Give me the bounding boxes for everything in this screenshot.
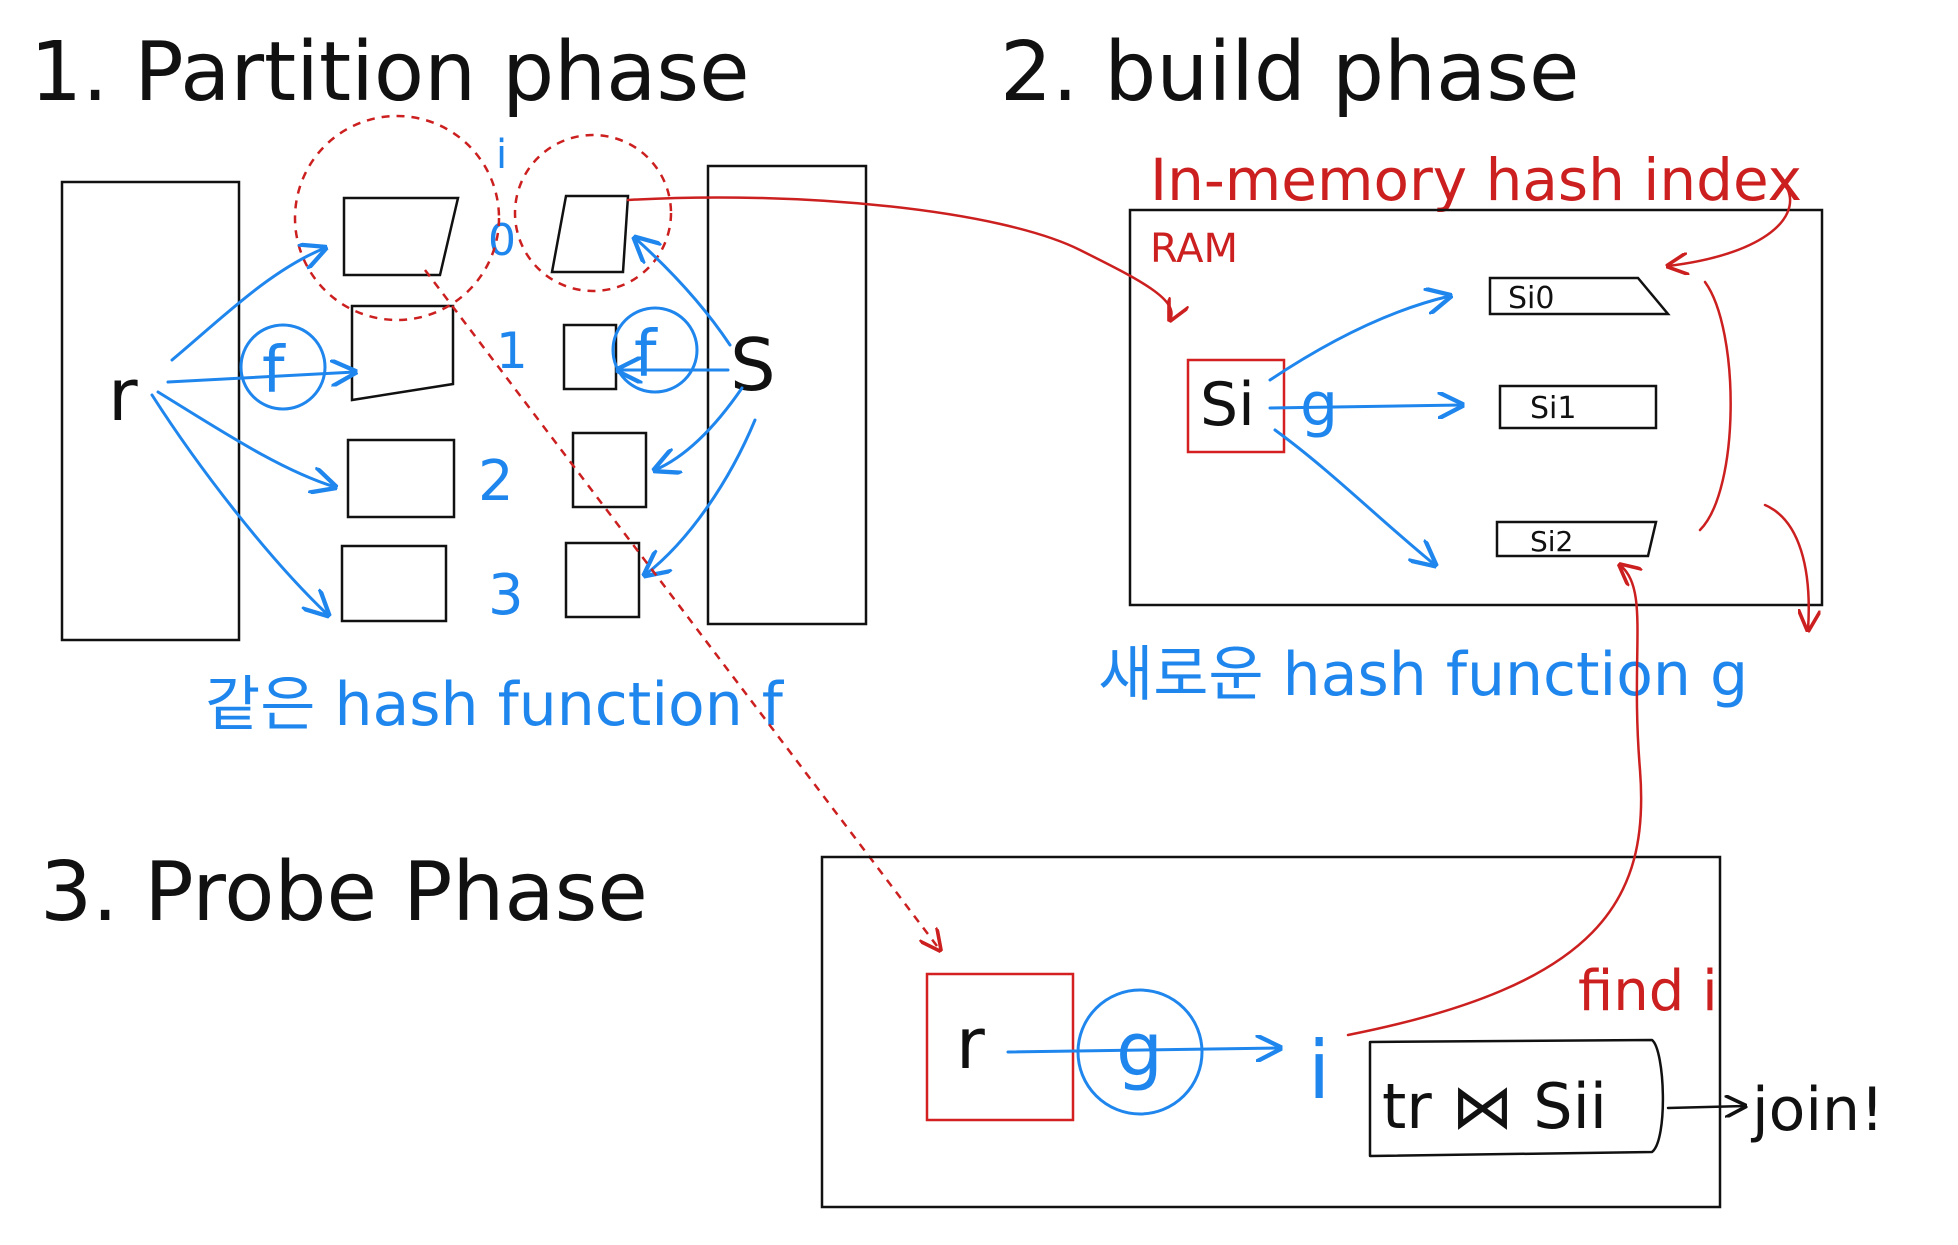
si-box [1186,358,1286,454]
in-memory-hash-index-label: In-memory hash index [1150,146,1802,214]
bucket-si1 [1498,384,1658,430]
arrow-s-to-p2 [655,386,744,470]
arrow-s-to-p0 [635,238,732,347]
build-caption: 새로운 hash function g [1098,640,1748,710]
hash-f-label-r: f [262,334,286,408]
s-partition-0 [550,194,630,274]
arrow-si-to-si0 [1268,296,1450,382]
probe-r-label: r [956,1003,985,1085]
hash-f-label-s: f [634,318,658,392]
r-partition-2 [346,438,456,519]
arrow-r-partition-to-probe [424,269,940,950]
r-partition-3 [340,544,448,623]
arrow-index-label-to-si0 [1668,188,1792,266]
build-section: In-memory hash index RAM Si g Si0 Si1 Si… [1098,146,1824,710]
arrow-r-to-p1 [166,372,355,382]
join-box [1368,1038,1665,1158]
s-partition-3 [564,541,641,619]
partition-index-2: 2 [478,449,514,514]
relation-s-box [706,164,868,626]
ram-label: RAM [1150,226,1238,272]
arrow-down-right [1763,503,1809,630]
bucket-si2-label: Si2 [1530,525,1573,558]
arrow-r-through-g [1006,1048,1280,1052]
probe-box [820,855,1722,1209]
relation-r-box [60,180,241,642]
si-label: Si [1200,370,1255,440]
r-partition-0 [342,196,460,277]
ram-box [1128,208,1824,607]
arrow-si-to-si2 [1273,428,1435,565]
join-label: join! [1750,1075,1884,1145]
probe-i-label: i [1308,1024,1330,1117]
partition-i-highlight-s [513,133,673,293]
partition-index-i: i [496,132,507,178]
partition-index-3: 3 [488,563,524,628]
bucket-si0 [1488,276,1671,316]
partition-section: r S i 0 1 2 3 f f [60,114,868,740]
partition-caption: 같은 hash function f [205,670,785,740]
hash-g-build-label: g [1300,370,1338,440]
bucket-si1-label: Si1 [1530,391,1576,426]
s-partition-2 [571,431,648,509]
join-expression: tr ⋈ Sii [1382,1070,1607,1143]
probe-section: r g i find i tr ⋈ Sii join! [820,855,1884,1209]
bucket-scan-arc [1698,280,1732,532]
partition-index-0: 0 [488,215,516,266]
arrow-r-to-p0 [170,248,325,362]
title-probe-phase: 3. Probe Phase [40,845,648,940]
arrow-probe-to-bucket [1346,565,1641,1037]
bucket-si2 [1495,520,1658,558]
bucket-si0-label: Si0 [1508,281,1554,316]
arrow-s-to-p3 [645,418,757,575]
probe-r-box [925,972,1075,1122]
partition-i-highlight-r [293,114,501,322]
arrow-to-join [1666,1106,1745,1108]
hash-f-circle-r [239,323,327,411]
arrow-r-to-p3 [150,393,328,615]
relation-r-label: r [108,353,138,437]
title-build-phase: 2. build phase [1000,25,1579,120]
s-partition-1 [562,323,618,391]
arrow-si-to-si1 [1268,405,1462,408]
arrow-s-partition-to-ram [626,196,1172,320]
hash-f-circle-s [611,306,699,394]
title-partition-phase: 1. Partition phase [30,25,750,120]
arrow-r-to-p2 [156,390,335,487]
find-i-label: find i [1578,959,1718,1024]
